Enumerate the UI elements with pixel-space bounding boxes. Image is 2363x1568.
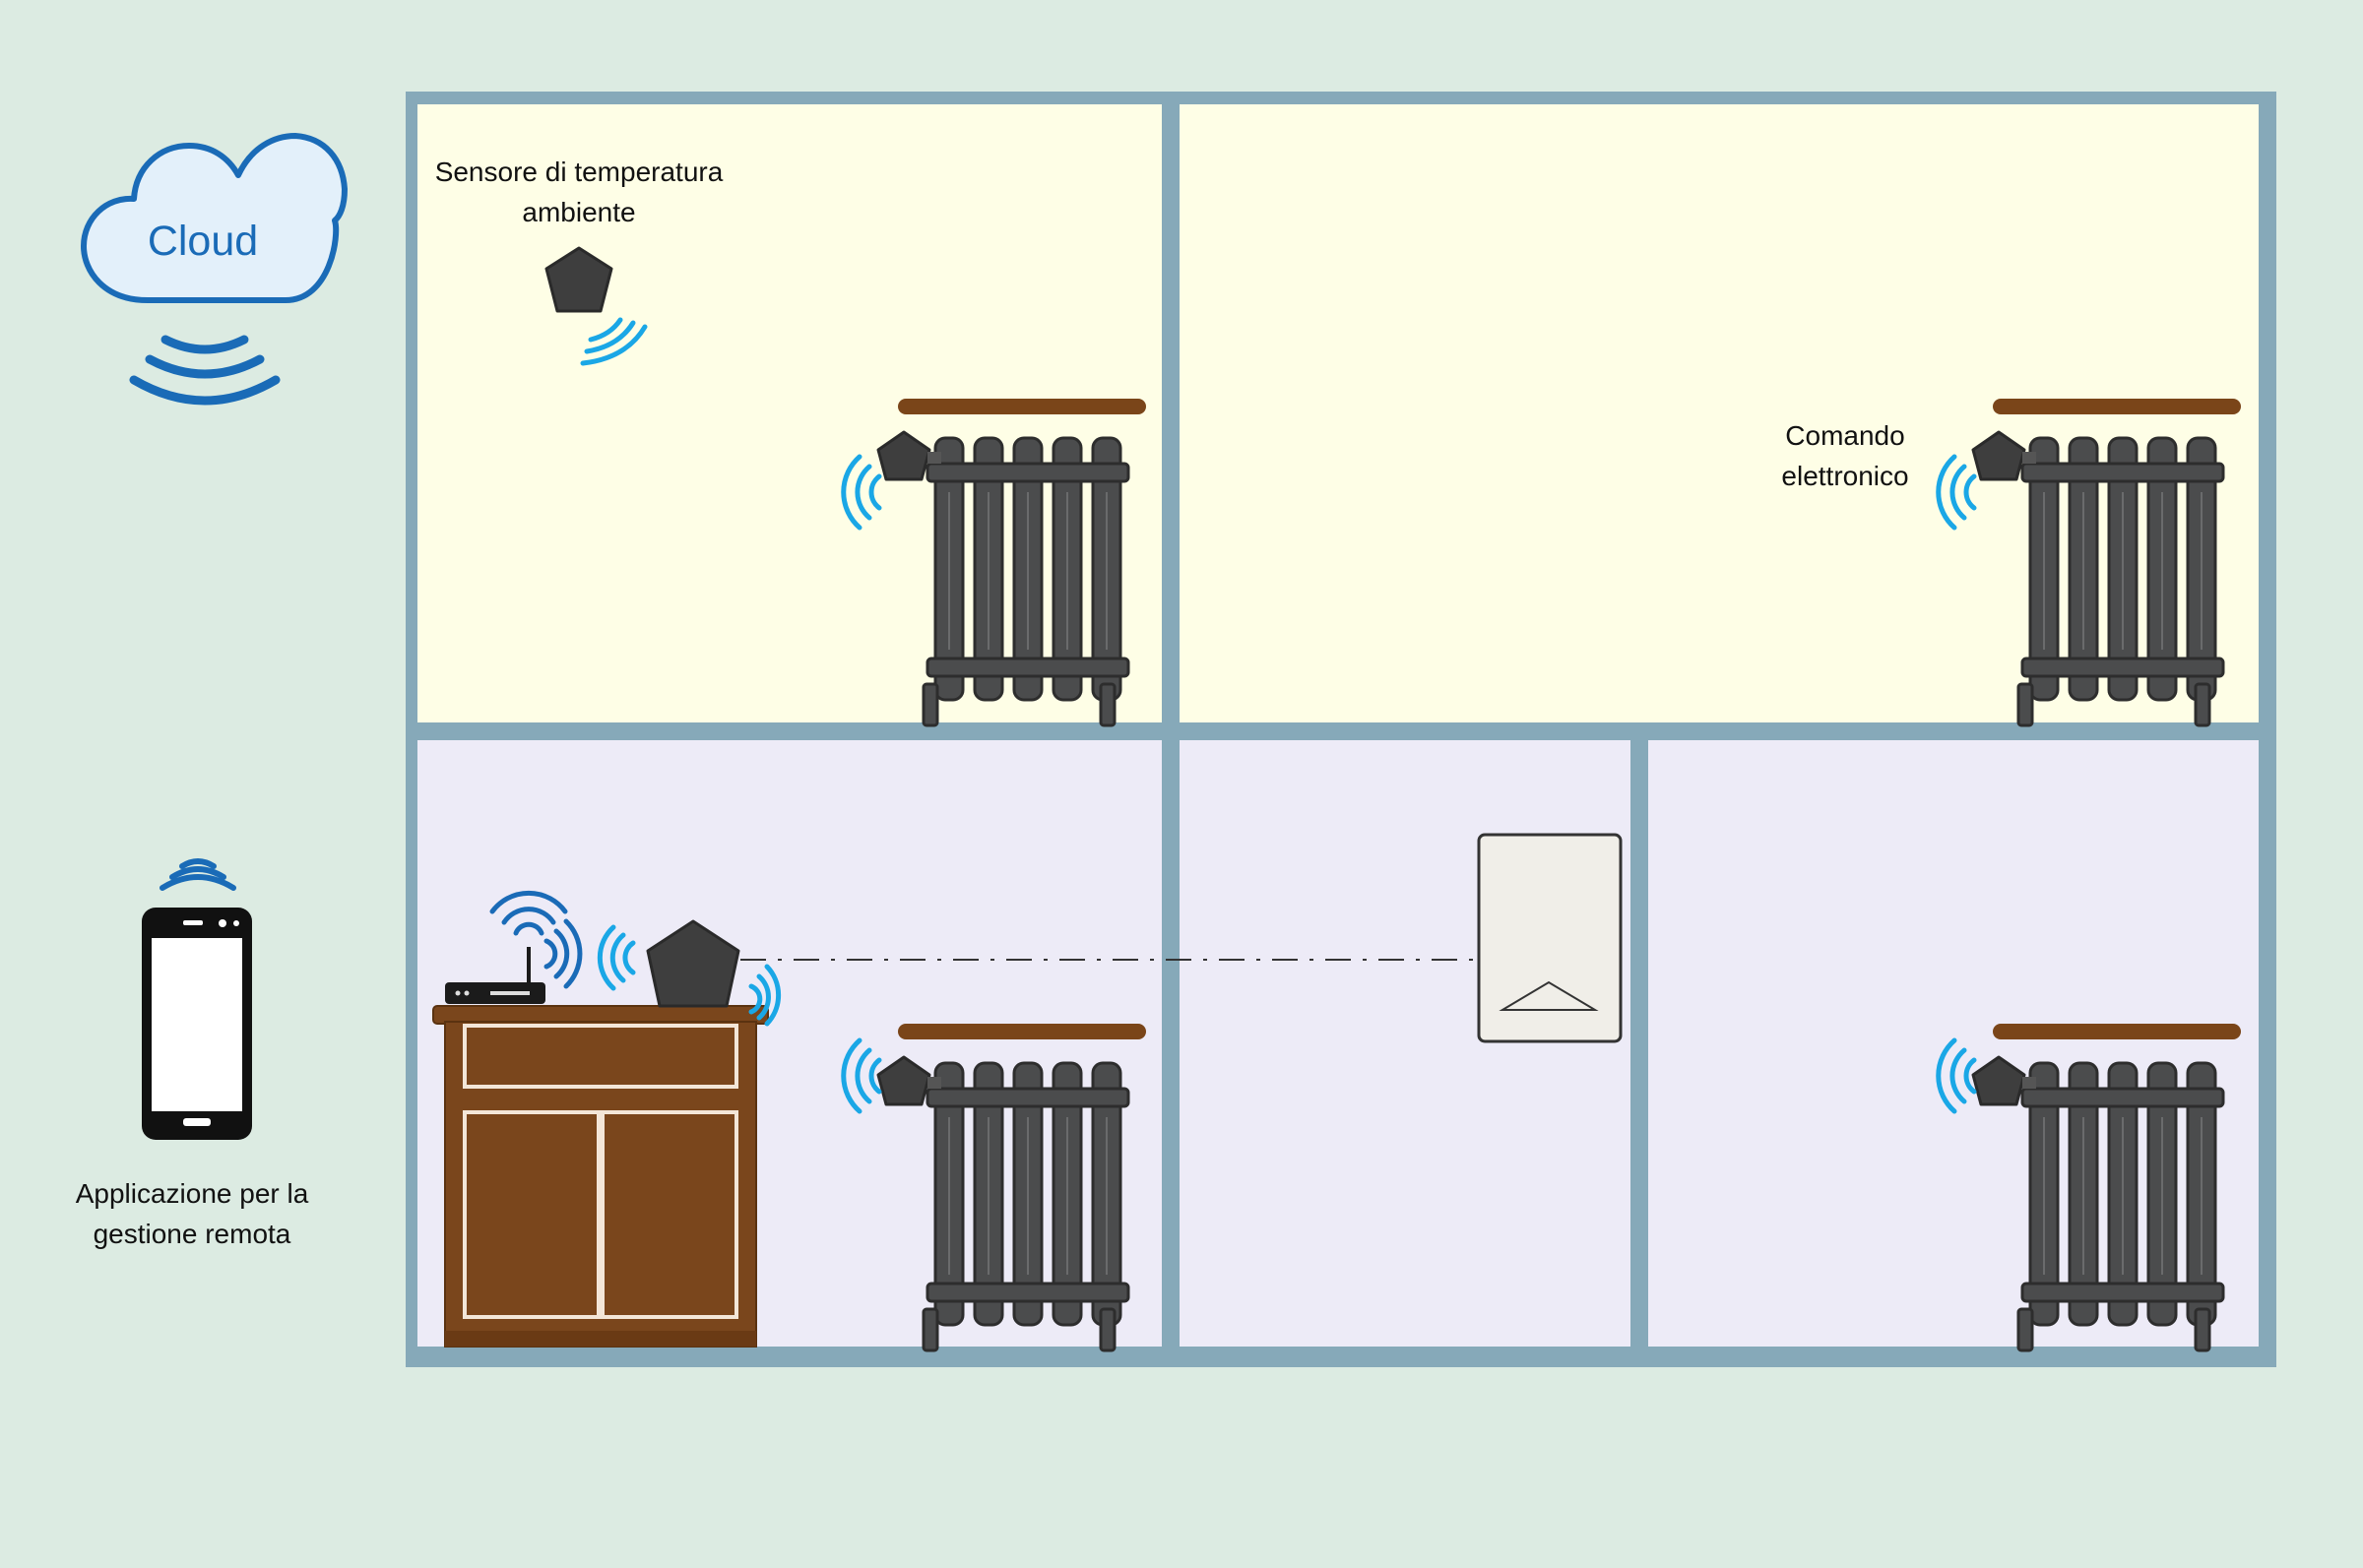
- radiator-bottom-right: [1991, 1022, 2243, 1352]
- sensor-wifi-waves-icon: [580, 317, 648, 366]
- smartphone-wifi-waves-icon: [160, 858, 236, 891]
- app-label-line1: Applicazione per la: [76, 1178, 309, 1209]
- temperature-sensor-icon: [544, 246, 613, 313]
- app-label-line2: gestione remota: [94, 1219, 291, 1249]
- cloud-label: Cloud: [148, 218, 258, 265]
- sensor-label-line1: Sensore di temperatura: [435, 157, 724, 187]
- house-walls: [406, 92, 2276, 1367]
- cloud-icon: Cloud: [81, 133, 348, 303]
- gateway-icon: [646, 919, 740, 1008]
- smartphone-icon: [142, 908, 252, 1140]
- radiator-bottom-left: [896, 1022, 1148, 1352]
- room-bottom-middle: [1180, 740, 1630, 1347]
- radiator-top-right: [1991, 397, 2243, 727]
- cabinet: [432, 1005, 769, 1348]
- gateway-wifi-waves-icon: [597, 924, 782, 1027]
- radiator-top-left: [896, 397, 1148, 727]
- router-wifi-waves-icon: [489, 890, 583, 989]
- boiler-icon: [1477, 833, 1623, 1043]
- control-label-line1: Comando: [1785, 420, 1904, 451]
- sensor-label-line2: ambiente: [522, 197, 635, 227]
- cloud-wifi-waves-icon: [129, 335, 281, 406]
- control-label-line2: elettronico: [1781, 461, 1908, 491]
- router-icon: [445, 947, 545, 1004]
